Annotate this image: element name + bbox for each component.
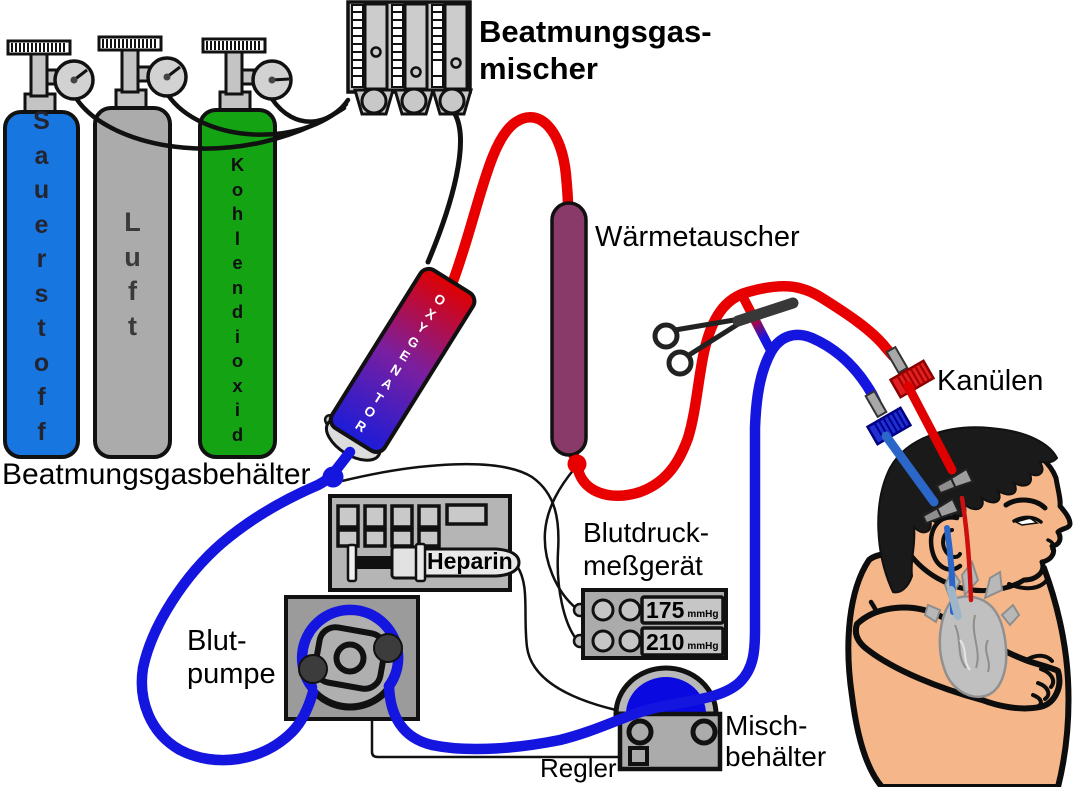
baby-eye: [1013, 517, 1039, 526]
heparin-syringe-label: Heparin: [427, 548, 513, 574]
baby-hair: [877, 426, 1059, 594]
heat-exchanger: [550, 201, 588, 457]
flowmeter-column: [391, 2, 429, 91]
baby-mouth: [1046, 538, 1056, 551]
gas-cylinder-air: [93, 35, 172, 459]
arterial-pressure-line: [543, 467, 578, 610]
mixing-container: [613, 665, 723, 772]
pressure-meter: [572, 588, 728, 660]
regulator-label: Regler: [540, 753, 617, 783]
baby-fingers: [1026, 653, 1056, 709]
gas-hoses: [73, 92, 351, 151]
gas-mixer: [346, 0, 473, 116]
baby-figure: [845, 345, 1073, 787]
valve-handle-icon: [6, 39, 72, 56]
flowmeter-column: [351, 2, 389, 91]
cannulas-assembly: [864, 345, 974, 620]
venous-connector-dot: [322, 466, 344, 488]
cannulas-label: Kanülen: [937, 365, 1044, 397]
regulator-control-line: [370, 718, 622, 759]
pressure-meter-label: Blutdruck- meßgerät: [583, 517, 710, 581]
cannula-taper: [935, 467, 974, 495]
cannula-taper: [921, 497, 960, 525]
gas-cylinders-caption: Beatmungsgasbehälter: [2, 458, 311, 491]
flowmeter-column: [431, 2, 469, 91]
baby-eyebrow: [1003, 497, 1048, 511]
venous-pressure-line: [341, 462, 578, 641]
heparin-infusion-line: [515, 565, 617, 712]
oxygen-cylinder-label: S a u e r s t o f f: [33, 107, 50, 446]
valve-handle-icon: [201, 37, 267, 54]
pump-rotor: [298, 624, 403, 692]
meter-knobs: [591, 598, 642, 653]
valve-handle-icon: [97, 35, 163, 52]
arterial-tubing: [446, 112, 899, 501]
pressure-reading-bottom: 210 mmHg: [646, 629, 719, 655]
arterial-connector-dot: [567, 454, 587, 474]
meter-display-top: [640, 595, 725, 625]
heat-exchanger-label: Wärmetauscher: [595, 221, 800, 253]
mixing-container-label: Misch- behälter: [725, 710, 827, 772]
gas-line-to-oxygenator: [425, 111, 463, 265]
heparin-pump: [328, 494, 521, 592]
pressure-gauge-icon: [45, 59, 95, 101]
pressure-gauge-icon: [136, 56, 188, 98]
air-cylinder-label: L u f t: [124, 207, 141, 341]
co2-cylinder-label: K o h l e n d i o x i d: [230, 154, 245, 445]
pump-roller: [373, 633, 403, 663]
mixer-valves: [353, 87, 473, 116]
tube-clamp-scissors-icon: [652, 297, 799, 377]
chin-crease: [1007, 578, 1049, 591]
sensor-lines: [341, 462, 622, 759]
av-bridge-tube: [737, 290, 775, 354]
baby-eyelid: [1012, 515, 1043, 524]
arterial-cannula-wings: [888, 359, 936, 399]
gas-mixer-label: Beatmungsgas- mischer: [479, 14, 712, 86]
venous-cannula-wings: [865, 406, 913, 446]
oxygenator: [323, 266, 477, 462]
pump-roller: [298, 654, 328, 684]
pressure-reading-top: 175 mmHg: [646, 597, 719, 623]
heparin-display: [445, 503, 488, 526]
meter-display-bottom: [640, 626, 725, 657]
gas-cylinder-co2: [198, 37, 277, 459]
blood-pump-label: Blut- pumpe: [187, 625, 276, 690]
pressure-gauge-icon: [240, 59, 293, 101]
syringe: [346, 542, 521, 583]
